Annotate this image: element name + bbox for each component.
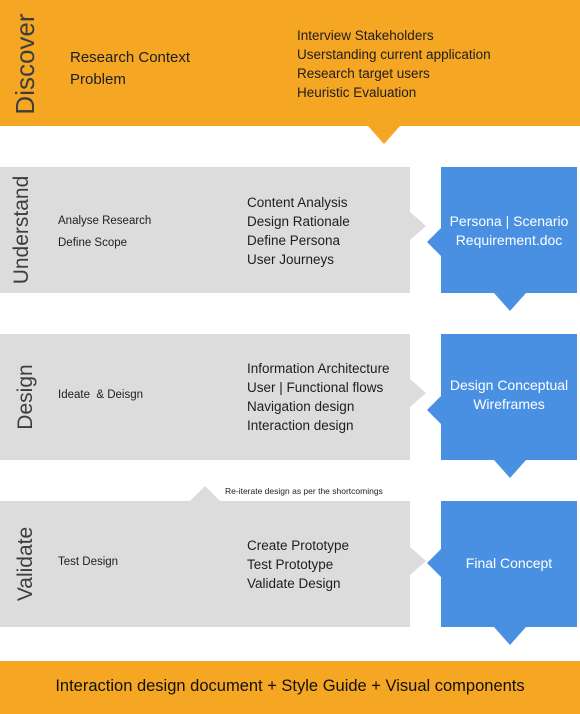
output-line: Design Conceptual [449, 377, 569, 393]
validate-right-arrow [410, 547, 426, 575]
list-item: Validate Design [247, 576, 341, 591]
list-item: Content Analysis [247, 195, 348, 210]
list-item: Define Scope [58, 237, 128, 249]
list-item: User | Functional flows [247, 380, 384, 395]
discover-band [0, 0, 580, 126]
understand-output-down-arrow [494, 293, 526, 311]
list-item: Research target users [297, 66, 430, 81]
discover-arrow [368, 126, 400, 144]
list-item: Problem [70, 71, 126, 88]
design-title: Design [14, 364, 37, 430]
validate-left-list: Test Design [58, 551, 118, 573]
validate-output-text: Final Concept [441, 554, 577, 573]
output-line: Requirement.doc [455, 232, 563, 248]
list-item: Interview Stakeholders [297, 28, 434, 43]
list-item: Interaction design [247, 418, 354, 433]
understand-output-text: Persona | Scenario Requirement.doc [441, 212, 577, 250]
understand-title: Understand [10, 175, 33, 285]
list-item: Ideate & Deisgn [58, 389, 144, 401]
validate-output-down-arrow [494, 627, 526, 645]
list-item: Userstanding current application [297, 47, 491, 62]
understand-right-arrow [410, 212, 426, 240]
discover-title: Discover [10, 13, 40, 115]
design-right-list: Information Architecture User | Function… [247, 359, 390, 435]
iterate-up-arrow [190, 486, 220, 501]
validate-title: Validate [14, 526, 37, 602]
design-output-left-arrow [427, 396, 441, 424]
list-item: Define Persona [247, 233, 341, 248]
list-item: Design Rationale [247, 214, 350, 229]
list-item: Information Architecture [247, 361, 390, 376]
discover-right-list: Interview Stakeholders Userstanding curr… [297, 26, 491, 102]
validate-output-left-arrow [427, 549, 441, 577]
validate-right-list: Create Prototype Test Prototype Validate… [247, 536, 349, 593]
list-item: User Journeys [247, 252, 335, 267]
design-left-list: Ideate & Deisgn [58, 384, 143, 406]
list-item: Research Context [70, 49, 191, 66]
list-item: Navigation design [247, 399, 355, 414]
understand-right-list: Content Analysis Design Rationale Define… [247, 193, 350, 269]
design-right-arrow [410, 379, 426, 407]
discover-left-list: Research Context Problem [70, 47, 190, 91]
design-output-box [441, 334, 577, 460]
footer-band [0, 661, 580, 714]
list-item: Create Prototype [247, 538, 350, 553]
list-item: Test Design [58, 556, 119, 568]
understand-band [0, 167, 410, 293]
output-line: Final Concept [465, 555, 553, 571]
validate-band [0, 501, 410, 627]
list-item: Test Prototype [247, 557, 334, 572]
design-output-down-arrow [494, 460, 526, 478]
understand-output-left-arrow [427, 228, 441, 256]
design-band [0, 334, 410, 460]
output-line: Persona | Scenario [449, 213, 569, 229]
output-line: Wireframes [473, 396, 545, 412]
iterate-note: Re-iterate design as per the shortcoming… [225, 486, 383, 496]
understand-output-box [441, 167, 577, 293]
footer-text: Interaction design document + Style Guid… [55, 677, 525, 695]
validate-output-box [441, 501, 577, 627]
understand-left-list: Analyse Research Define Scope [58, 210, 151, 254]
design-output-text: Design Conceptual Wireframes [441, 376, 577, 414]
list-item: Heuristic Evaluation [297, 85, 417, 100]
list-item: Analyse Research [58, 215, 152, 227]
